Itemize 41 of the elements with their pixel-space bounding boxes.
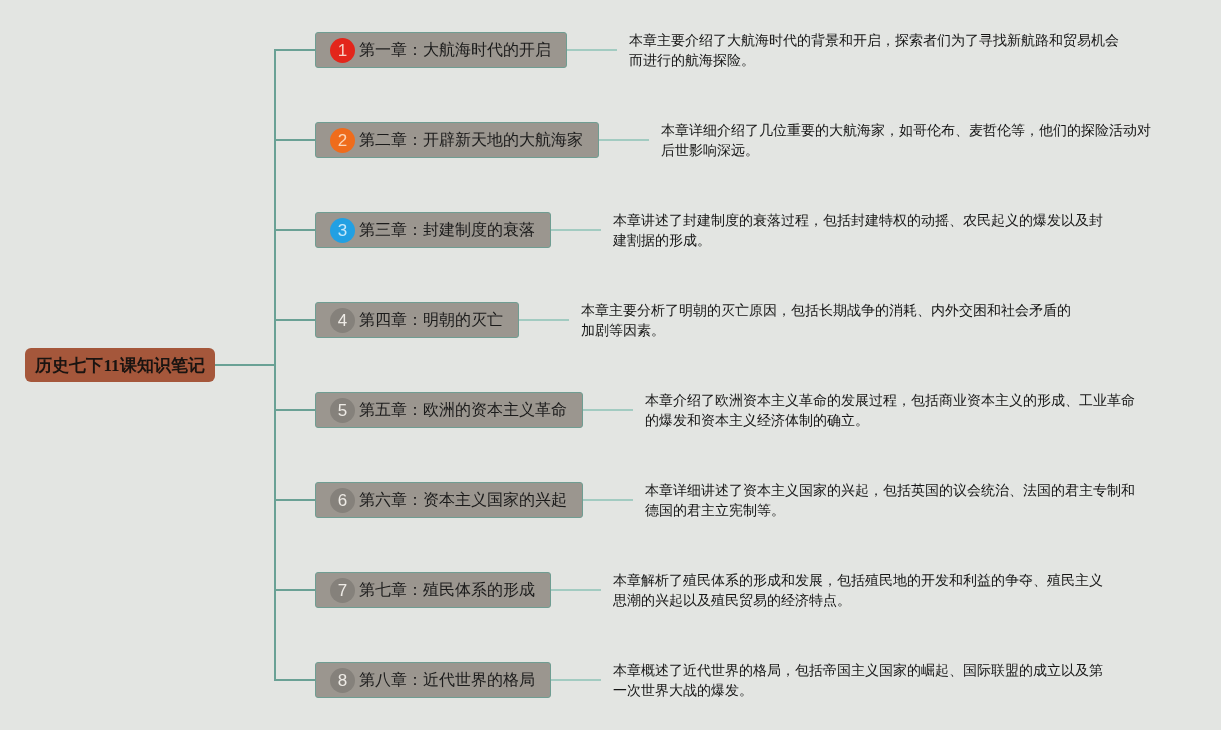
topic-title: 第七章：殖民体系的形成 bbox=[359, 580, 535, 600]
topic-box bbox=[315, 122, 599, 158]
branch-line bbox=[550, 229, 602, 231]
number-marker: 1 bbox=[330, 37, 355, 63]
number-marker: 7 bbox=[330, 577, 355, 603]
topic-title: 第三章：封建制度的衰落 bbox=[359, 220, 535, 240]
topic-box bbox=[315, 302, 519, 338]
branch-line bbox=[582, 409, 634, 411]
note-text: 本章讲述了封建制度的衰落过程，包括封建特权的动摇、农民起义的爆发以及封建割据的形成。 bbox=[613, 210, 1106, 250]
number-marker: 2 bbox=[330, 127, 355, 153]
note-text: 本章主要介绍了大航海时代的背景和开启，探索者们为了寻找新航路和贸易机会而进行的航海探险。 bbox=[629, 30, 1122, 70]
branch-line bbox=[550, 589, 602, 591]
topic-box bbox=[315, 482, 583, 518]
topic-box bbox=[315, 32, 567, 68]
branch-line bbox=[598, 139, 650, 141]
note-text: 本章详细介绍了几位重要的大航海家，如哥伦布、麦哲伦等，他们的探险活动对后世影响深远。 bbox=[661, 120, 1154, 160]
branch-line bbox=[582, 499, 634, 501]
central-topic: 历史七下11课知识笔记 bbox=[25, 348, 215, 382]
number-marker: 8 bbox=[330, 667, 355, 693]
topic-box bbox=[315, 572, 551, 608]
number-marker: 5 bbox=[330, 397, 355, 423]
topic-box bbox=[315, 662, 551, 698]
topic-box bbox=[315, 392, 583, 428]
branch-line bbox=[566, 49, 618, 51]
topic-title: 第五章：欧洲的资本主义革命 bbox=[359, 400, 567, 420]
topic-title: 第八章：近代世界的格局 bbox=[359, 670, 535, 690]
topic-title: 第二章：开辟新天地的大航海家 bbox=[359, 130, 583, 150]
number-marker: 6 bbox=[330, 487, 355, 513]
note-text: 本章介绍了欧洲资本主义革命的发展过程，包括商业资本主义的形成、工业革命的爆发和资本主义经济体制的确立。 bbox=[645, 390, 1138, 430]
branch-line bbox=[518, 319, 570, 321]
note-text: 本章概述了近代世界的格局，包括帝国主义国家的崛起、国际联盟的成立以及第一次世界大战的爆发。 bbox=[613, 660, 1106, 700]
topic-title: 第四章：明朝的灭亡 bbox=[359, 310, 503, 330]
number-marker: 3 bbox=[330, 217, 355, 243]
note-text: 本章详细讲述了资本主义国家的兴起，包括英国的议会统治、法国的君主专制和德国的君主立宪制等。 bbox=[645, 480, 1138, 520]
topic-title: 第一章：大航海时代的开启 bbox=[359, 40, 551, 60]
number-marker: 4 bbox=[330, 307, 355, 333]
topic-title: 第六章：资本主义国家的兴起 bbox=[359, 490, 567, 510]
note-text: 本章解析了殖民体系的形成和发展，包括殖民地的开发和利益的争夺、殖民主义思潮的兴起以及殖民贸易的经济特点。 bbox=[613, 570, 1106, 610]
note-text: 本章主要分析了明朝的灭亡原因，包括长期战争的消耗、内外交困和社会矛盾的加剧等因素。 bbox=[581, 300, 1074, 340]
topic-box bbox=[315, 212, 551, 248]
branch-line bbox=[550, 679, 602, 681]
